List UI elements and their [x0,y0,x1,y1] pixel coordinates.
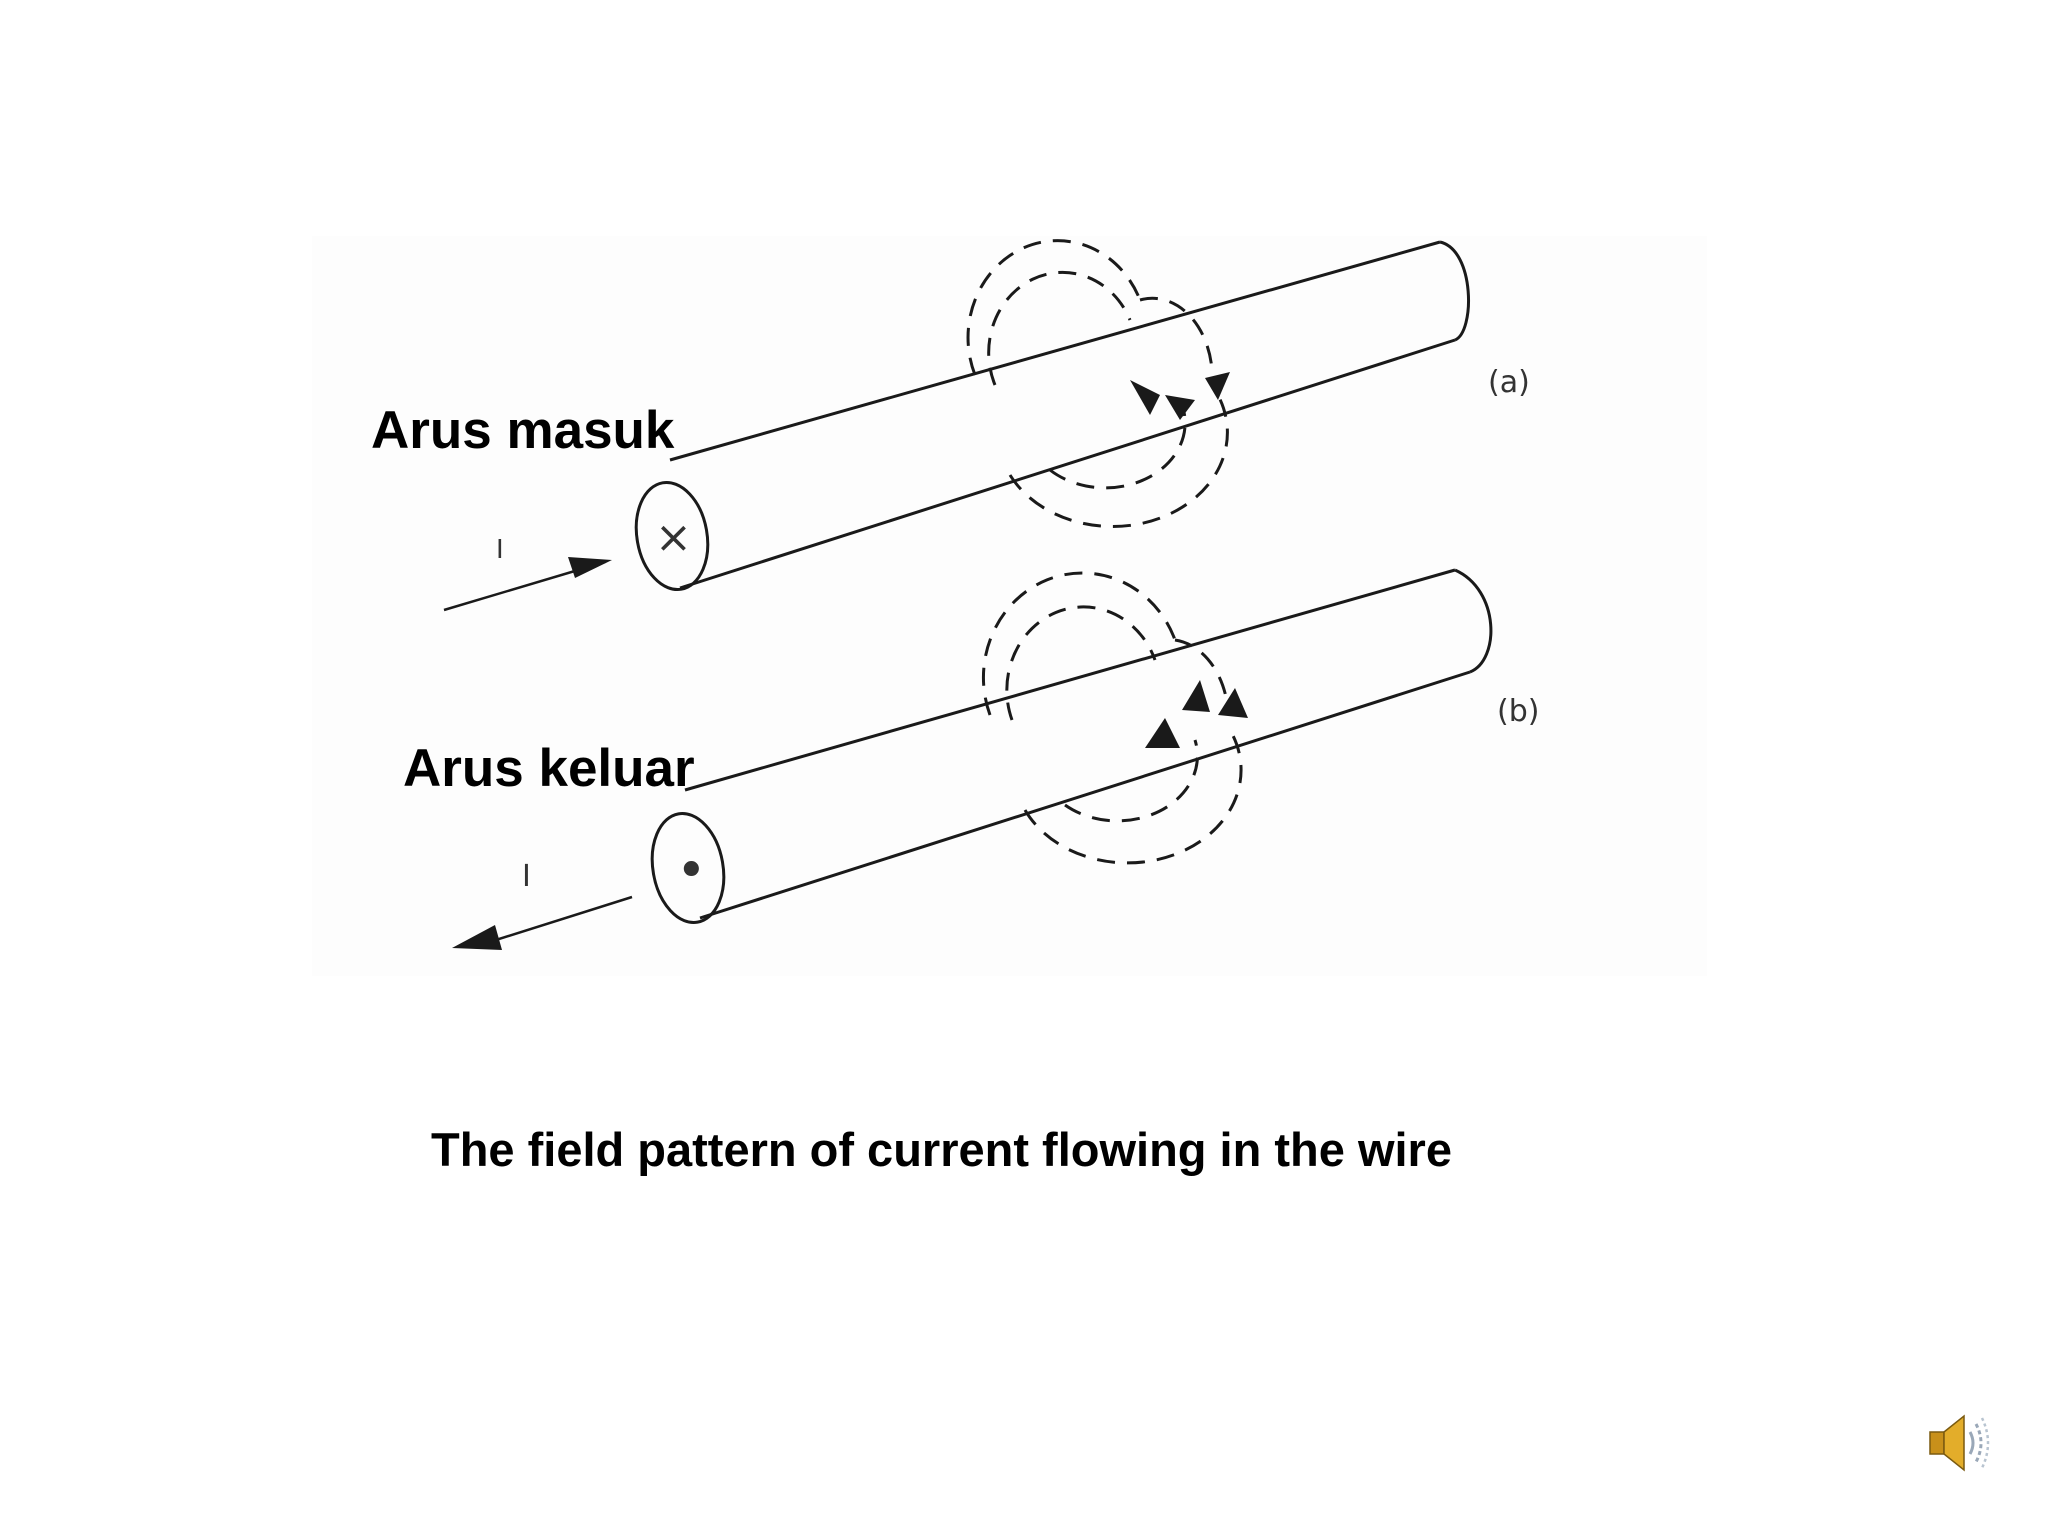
wire-b-bottom-edge [699,670,1471,920]
wire-a-near-end [634,480,710,592]
current-arrow-in [443,557,612,612]
wire-a [634,239,1470,592]
wire-b [650,568,1493,925]
panel-a-tag: (a) [1488,365,1530,400]
current-arrow-out [452,895,633,950]
field-loops-a-back [966,239,1142,386]
figure-caption: The field pattern of current flowing in … [431,1123,1452,1176]
panel-b-tag: (b) [1497,694,1539,729]
wire-a-end-symbol: × [655,512,692,563]
current-symbol-b: I [522,859,531,894]
field-loops-a-front [1008,296,1229,528]
wire-b-far-end [1454,568,1493,674]
label-current-out: Arus keluar [403,739,695,798]
wire-a-top-edge [669,240,1441,462]
speaker-icon[interactable] [1924,1408,1994,1478]
wire-a-bottom-edge [679,338,1456,590]
wire-b-near-end [650,811,726,925]
field-loops-b-front [1023,638,1243,865]
wire-b-top-edge [684,568,1456,792]
field-arrows-b [1145,680,1248,748]
field-loops-b-back [981,571,1177,721]
field-arrows-a [1130,372,1230,420]
wire-b-end-symbol: • [676,841,707,901]
label-current-in: Arus masuk [371,401,675,460]
current-symbol-a: I [496,535,504,565]
wire-a-far-end [1439,240,1470,342]
figure-panel [312,236,1707,976]
